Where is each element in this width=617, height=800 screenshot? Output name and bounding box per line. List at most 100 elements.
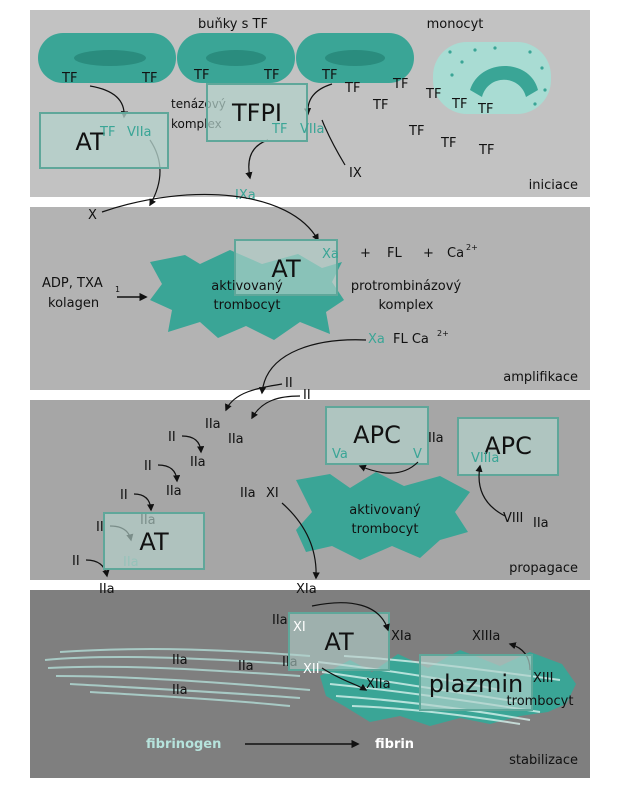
ix-label: IX (349, 166, 362, 181)
plus-sign-1: + (360, 246, 371, 261)
adp-label-line1: ADP, TXA (42, 276, 103, 291)
arrow-xa-to-ii (258, 339, 367, 395)
iia-label-2: IIa (228, 432, 244, 447)
xa-fl-ca-label: FL Ca (393, 332, 429, 347)
x-label: X (88, 208, 97, 223)
iia-label-10: IIa (172, 683, 188, 698)
arrow-ii-to-iia-5 (133, 493, 155, 512)
activated-platelet-propagation (296, 472, 470, 560)
at-label-3: AT (139, 528, 169, 556)
ii-label-5: II (120, 488, 128, 503)
iia-label-7: IIa (99, 582, 115, 597)
xia-label-1: XIa (296, 582, 317, 597)
viia-label-2: VIIa (300, 122, 325, 137)
viii-label: VIII (503, 511, 523, 526)
plus-sign-2: + (423, 246, 434, 261)
tf-label-1: TF (61, 71, 77, 86)
activated-platelet-label-line1: aktivovaný (211, 279, 283, 294)
ca-label-1: Ca (447, 246, 464, 261)
at-label-2: AT (271, 255, 301, 283)
at-label-4: AT (324, 628, 354, 656)
activated-platelet-label-line2: trombocyt (214, 298, 281, 313)
tf-label-14: TF (478, 143, 494, 158)
at-overlay-initiation: AT (39, 112, 169, 169)
xa-label-2: Xa (368, 332, 385, 347)
arrow-ii-to-iia-1 (225, 383, 283, 412)
phase-label-amplification: amplifikace (503, 370, 578, 385)
tf-cells-label: buňky s TF (198, 17, 268, 32)
phase-label-propagation: propagace (509, 561, 578, 576)
xa-label-1: Xa (322, 247, 339, 262)
arrow-xi-to-xia-stab (311, 602, 390, 632)
iia-label-apc: IIa (428, 431, 444, 446)
adp-subscript: 1 (115, 285, 120, 294)
activated-platelet-label-line1-prop: aktivovaný (349, 503, 421, 518)
plasmin-label: plazmin (429, 670, 523, 698)
at-label-1: AT (75, 128, 105, 156)
xiii-label: XIII (533, 671, 553, 686)
arrow-xii-to-xiia (321, 667, 368, 691)
monocyte-cell (433, 42, 551, 114)
tf-label-7: TF (392, 77, 408, 92)
phase-label-stabilization: stabilizace (509, 753, 578, 768)
arrow-ii-to-iia-2 (251, 395, 301, 420)
arrow-tenase-to-ixa (245, 139, 269, 180)
apc-overlay-2: APC (457, 417, 559, 476)
fibrinogen-strands (44, 648, 311, 707)
iia-label-9: IIa (238, 659, 254, 674)
ca-superscript-2: 2+ (437, 329, 449, 338)
at-overlay-propagation: AT (103, 512, 205, 570)
ii-label-1: II (285, 376, 293, 391)
tf-label-2: TF (141, 71, 157, 86)
at-overlay-stabilization: AT (288, 612, 390, 671)
activated-platelet-label-line2-prop: trombocyt (352, 522, 419, 537)
ixa-label: IXa (235, 188, 256, 203)
iia-label-8: IIa (172, 653, 188, 668)
ii-label-7: II (72, 554, 80, 569)
monocyte-label: monocyt (427, 17, 484, 32)
apc-label-1: APC (353, 421, 401, 449)
va-label: Va (332, 447, 348, 462)
xia-label-2: XIa (391, 629, 412, 644)
tf-label-10: TF (451, 97, 467, 112)
arrow-x-to-xa (101, 193, 319, 242)
tf-label-13: TF (440, 136, 456, 151)
tf-overlay-label-1: TF (99, 125, 115, 140)
tf-label-12: TF (408, 124, 424, 139)
iia-label-11: IIa (272, 613, 288, 628)
tfpi-label: TFPI (231, 99, 282, 127)
xi-label-2: XI (293, 620, 306, 635)
ii-label-2: II (303, 388, 311, 403)
arrow-ii-to-iia-4 (157, 464, 181, 483)
viia-label-1: VIIa (127, 125, 152, 140)
tf-label-5: TF (321, 68, 337, 83)
tf-label-9: TF (425, 87, 441, 102)
v-label: V (413, 447, 422, 462)
iia-label-4: IIa (166, 484, 182, 499)
ii-label-6: II (96, 520, 104, 535)
fl-label-1: FL (387, 246, 402, 261)
arrow-viii-to-viiia (475, 464, 506, 517)
tf-cell-2 (177, 33, 295, 83)
ii-label-3: II (168, 430, 176, 445)
xiia-label: XIIa (366, 677, 391, 692)
xi-label-1: XI (266, 486, 279, 501)
tf-overlay-label-2: TF (271, 122, 287, 137)
tf-cell-1 (38, 33, 176, 83)
arrow-ii-to-iia-3 (181, 435, 205, 454)
arrow-xi-to-xia (281, 502, 320, 580)
tf-cell-3 (296, 33, 414, 83)
tf-label-4: TF (263, 68, 279, 83)
platelet-label-stab: trombocyt (507, 694, 574, 709)
xii-label: XII (303, 662, 320, 677)
ii-label-4: II (144, 459, 152, 474)
tfpi-overlay: TFPI (206, 83, 308, 142)
prothrombinase-label-line1: protrombinázový (351, 279, 462, 294)
apc-overlay-1: APC (325, 406, 429, 465)
iia-label-1: IIa (205, 417, 221, 432)
line-ix-to-tenase (321, 119, 346, 166)
viiia-label: VIIIa (471, 451, 499, 466)
iia-label-3: IIa (190, 455, 206, 470)
